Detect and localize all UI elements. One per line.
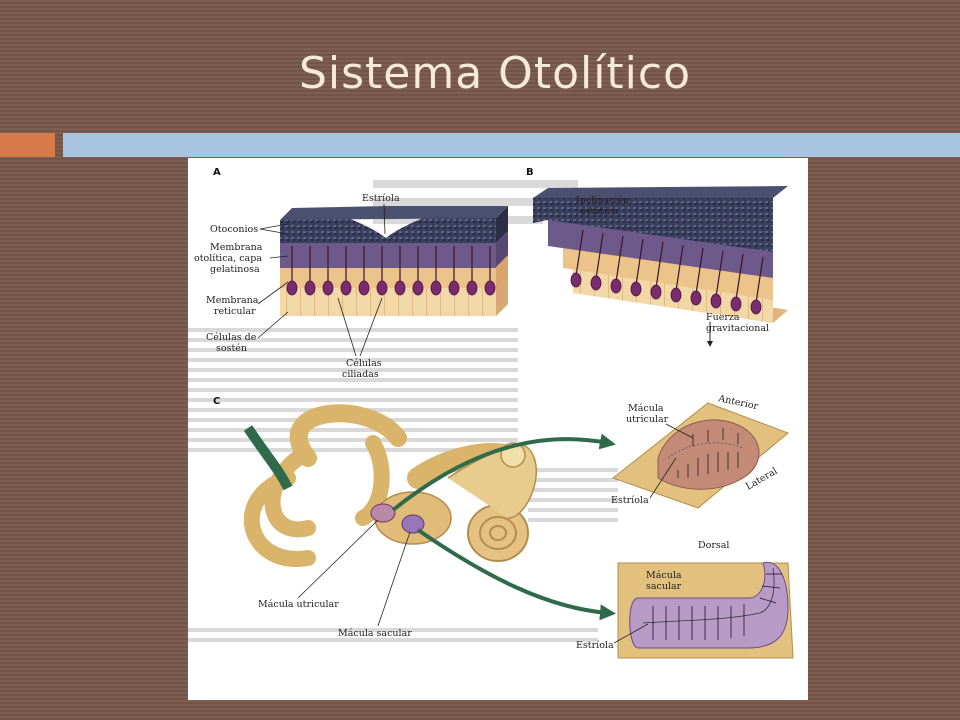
label-macula-utricular-inset-1: Mácula <box>628 403 664 414</box>
label-dorsal: Dorsal <box>698 540 729 551</box>
hair-cells-b <box>575 229 764 304</box>
panel-a: A <box>194 167 508 380</box>
utricle-projection-arrow <box>391 433 616 512</box>
panel-c: C Mácula utricular Mácula sacular <box>213 393 794 659</box>
label-estriola-saccule: Estríola <box>576 640 614 651</box>
label-inclinacion-1: Inclinación <box>576 195 629 206</box>
label-estriola-utricle: Estríola <box>611 495 649 506</box>
macula-block-a <box>280 206 508 316</box>
label-macula-utricular: Mácula utricular <box>258 599 339 610</box>
leader-estriola-a <box>383 203 386 235</box>
label-celulas-ciliadas-2: ciliadas <box>342 369 379 380</box>
label-otoconios: Otoconios <box>210 224 258 235</box>
green-duct <box>243 425 293 491</box>
saccule-projection-arrow <box>416 528 616 621</box>
panel-c-letter: C <box>213 396 220 407</box>
label-inclinacion-2: estática <box>580 206 618 217</box>
label-membrana-otolitica-2: otolítica, capa <box>194 253 262 264</box>
slide-title: Sistema Otolítico <box>298 48 692 99</box>
utricle-inset: Anterior Mácula utricular Estríola Later… <box>611 393 789 509</box>
panel-b: B Inclinación estática Fuerza gra <box>526 167 788 347</box>
label-fuerza-2: gravitacional <box>706 323 769 334</box>
label-fuerza-1: Fuerza <box>706 312 740 323</box>
label-macula-utricular-inset-2: utricular <box>626 414 669 425</box>
label-macula-sacular-inset-2: sacular <box>646 581 682 592</box>
label-membrana-reticular-2: reticular <box>214 306 256 317</box>
accent-bar-blue <box>63 133 960 157</box>
hair-cells-a <box>286 246 496 296</box>
otolith-figure: A <box>188 158 808 700</box>
label-celulas-ciliadas-1: Células <box>346 358 382 369</box>
panel-a-letter: A <box>213 167 221 178</box>
label-estriola-a: Estríola <box>362 193 400 204</box>
otolith-diagram: A <box>188 167 794 659</box>
label-celulas-sosten-2: sostén <box>216 343 247 354</box>
label-celulas-sosten-1: Células de <box>206 332 257 343</box>
label-membrana-otolitica-1: Membrana <box>210 242 263 253</box>
utricle-macula <box>370 503 396 523</box>
saccule-macula <box>401 514 425 534</box>
label-membrana-reticular-1: Membrana <box>206 295 259 306</box>
saccule-inset: Dorsal Mácula sacular Estríola <box>576 540 794 659</box>
label-macula-sacular-inset-1: Mácula <box>646 570 682 581</box>
label-macula-sacular: Mácula sacular <box>338 628 412 639</box>
accent-bar-orange <box>0 133 55 157</box>
label-membrana-otolitica-3: gelatinosa <box>210 264 260 275</box>
panel-b-letter: B <box>526 167 534 178</box>
